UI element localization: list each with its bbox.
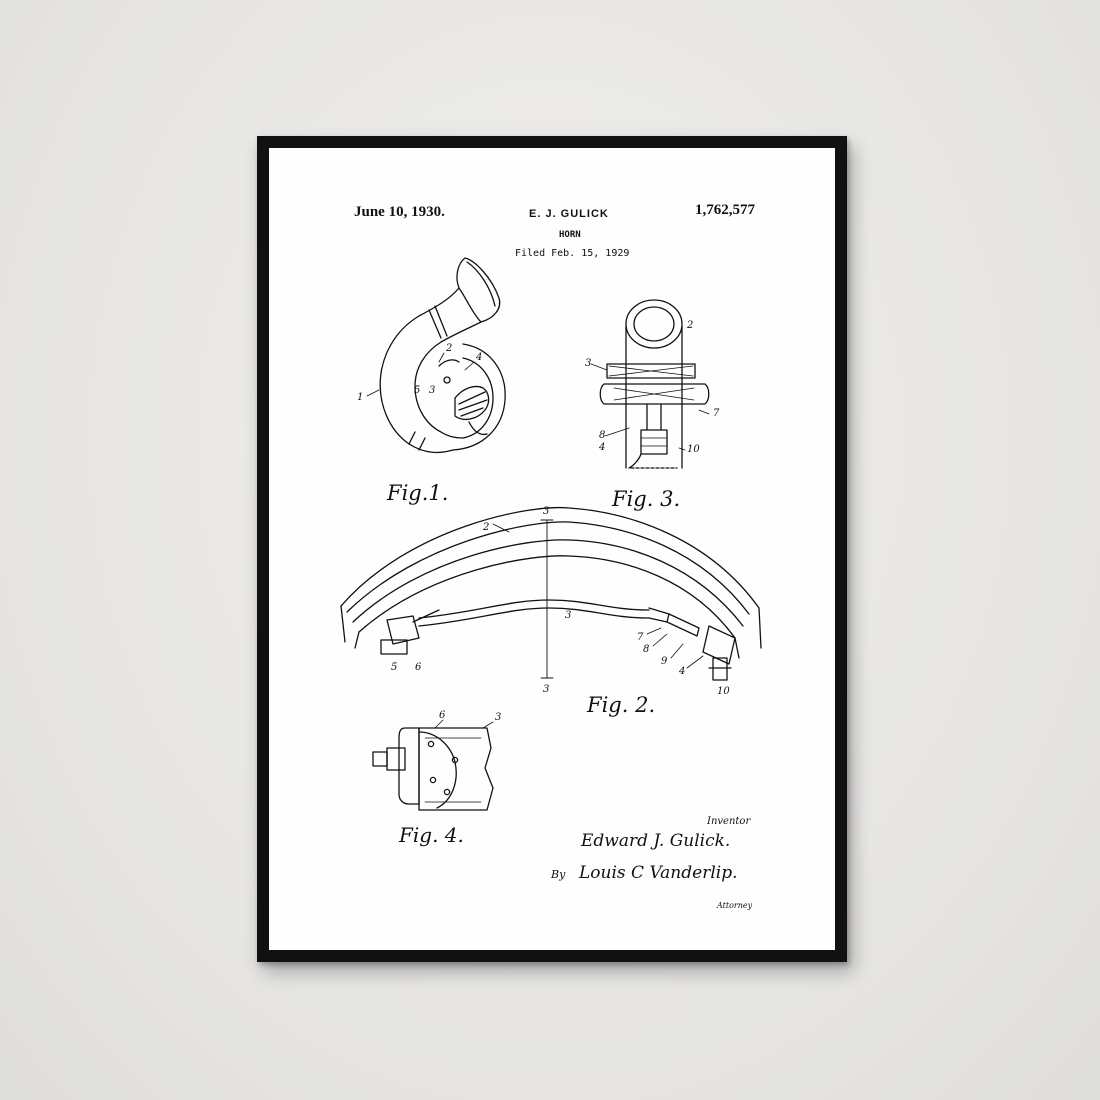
patent-drawings: 1 2 3 4 5 Fig.1. bbox=[340, 257, 762, 910]
fig1-ref-3: 3 bbox=[429, 385, 435, 396]
patent-date: June 10, 1930. bbox=[354, 204, 445, 220]
fig3-ref-8: 8 bbox=[599, 430, 605, 441]
patent-title: HORN bbox=[559, 230, 581, 240]
figure-2-drawing: 2 3 3 3 4 5 6 7 8 9 10 bbox=[340, 506, 762, 697]
patent-number: 1,762,577 bbox=[695, 202, 755, 218]
fig1-ref-4: 4 bbox=[475, 352, 482, 363]
fig4-ref-3: 3 bbox=[495, 712, 501, 723]
by-label: By bbox=[550, 868, 566, 881]
attorney-label: Attorney bbox=[716, 901, 753, 910]
fig2-ref-3-rod: 3 bbox=[565, 610, 571, 621]
fig2-ref-9: 9 bbox=[661, 656, 668, 667]
fig2-ref-6: 6 bbox=[415, 662, 422, 673]
fig1-ref-5: 5 bbox=[414, 385, 420, 396]
figure-4-drawing: 6 3 bbox=[372, 710, 501, 811]
patent-filed-date: Filed Feb. 15, 1929 bbox=[515, 248, 630, 259]
fig1-ref-1: 1 bbox=[357, 392, 363, 403]
fig2-ref-10: 10 bbox=[717, 686, 730, 697]
fig2-ref-8: 8 bbox=[643, 644, 649, 655]
fig1-ref-2: 2 bbox=[445, 343, 452, 354]
fig2-ref-4: 4 bbox=[678, 666, 685, 677]
fig2-ref-2: 2 bbox=[482, 522, 489, 533]
fig3-ref-2: 2 bbox=[686, 320, 693, 331]
fig3-ref-3: 3 bbox=[585, 358, 591, 369]
fig3-ref-7: 7 bbox=[713, 408, 720, 419]
fig2-ref-7: 7 bbox=[637, 632, 644, 643]
fig3-ref-4: 4 bbox=[598, 442, 605, 453]
figure-1-drawing: 1 2 3 4 5 bbox=[357, 257, 506, 454]
fig2-ref-3-bottom: 3 bbox=[543, 684, 549, 695]
fig4-ref-6: 6 bbox=[439, 710, 446, 721]
inventor-signature: Edward J. Gulick. bbox=[580, 831, 730, 851]
figure-2-label: Fig. 2. bbox=[586, 693, 655, 717]
patent-inventor-header: E. J. GULICK bbox=[529, 208, 609, 220]
fig3-ref-10: 10 bbox=[687, 444, 700, 455]
figure-1-label: Fig.1. bbox=[386, 481, 448, 505]
inventor-label: Inventor bbox=[706, 816, 751, 827]
figure-4-label: Fig. 4. bbox=[398, 823, 464, 847]
fig2-ref-5: 5 bbox=[391, 662, 397, 673]
fig2-ref-3-top: 3 bbox=[543, 506, 549, 517]
attorney-signature: Louis C Vanderlip. bbox=[578, 863, 737, 883]
picture-frame: June 10, 1930. E. J. GULICK 1,762,577 HO… bbox=[257, 136, 847, 962]
figure-3-label: Fig. 3. bbox=[611, 487, 680, 511]
figure-3-drawing: 2 3 7 8 4 10 bbox=[585, 299, 720, 469]
patent-sheet: June 10, 1930. E. J. GULICK 1,762,577 HO… bbox=[269, 148, 835, 950]
